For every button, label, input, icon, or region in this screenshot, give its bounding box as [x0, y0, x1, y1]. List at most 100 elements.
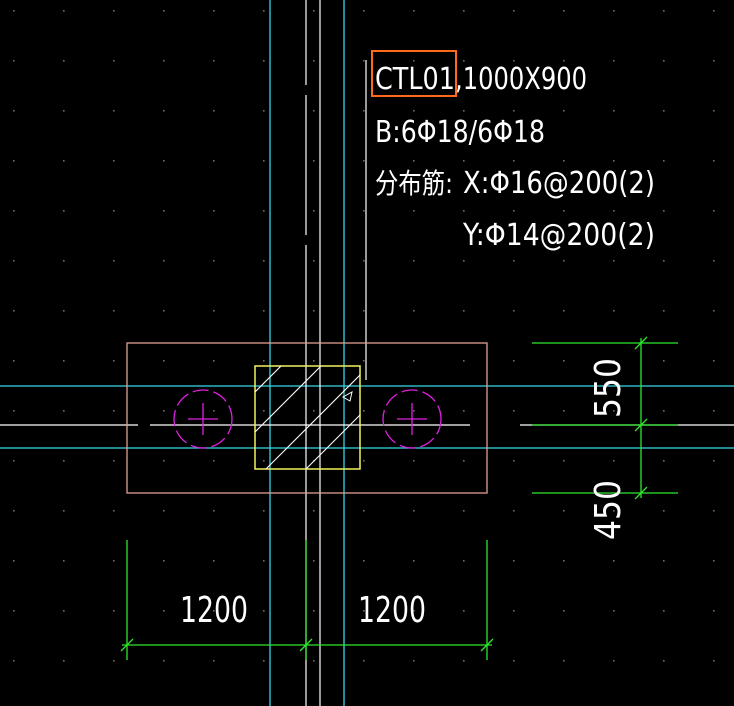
- grid-dot: [163, 210, 165, 212]
- grid-dot: [163, 510, 165, 512]
- grid-dot: [113, 160, 115, 162]
- grid-dots: [13, 10, 715, 662]
- grid-dot: [163, 410, 165, 412]
- grid-dot: [663, 610, 665, 612]
- grid-dot: [313, 360, 315, 362]
- grid-dot: [413, 510, 415, 512]
- grid-dot: [113, 610, 115, 612]
- grid-dot: [463, 10, 465, 12]
- grid-dot: [613, 660, 615, 662]
- grid-dot: [63, 560, 65, 562]
- grid-dot: [213, 410, 215, 412]
- grid-dot: [263, 310, 265, 312]
- dim-tick-middle: [299, 638, 313, 652]
- grid-dot: [413, 310, 415, 312]
- grid-dot: [263, 360, 265, 362]
- grid-dot: [713, 460, 715, 462]
- grid-dot: [563, 460, 565, 462]
- cap-code-highlight-box: [371, 50, 457, 97]
- grid-dot: [113, 210, 115, 212]
- grid-dot: [513, 10, 515, 12]
- grid-dot: [263, 160, 265, 162]
- grid-dot: [13, 560, 15, 562]
- grid-dot: [513, 410, 515, 412]
- grid-dot: [463, 510, 465, 512]
- grid-dot: [263, 610, 265, 612]
- grid-dot: [263, 210, 265, 212]
- grid-dot: [313, 310, 315, 312]
- grid-dot: [663, 660, 665, 662]
- grid-dot: [463, 360, 465, 362]
- grid-dot: [163, 260, 165, 262]
- distribution-rebar-x-text: X:Φ16@200(2): [463, 166, 655, 201]
- grid-dot: [213, 60, 215, 62]
- grid-dot: [363, 660, 365, 662]
- grid-dot: [713, 610, 715, 612]
- grid-dot: [113, 310, 115, 312]
- grid-dot: [663, 260, 665, 262]
- grid-dot: [63, 410, 65, 412]
- horizontal-dimension: [120, 540, 494, 660]
- grid-dot: [513, 510, 515, 512]
- grid-dot: [63, 210, 65, 212]
- grid-dot: [263, 460, 265, 462]
- grid-dot: [263, 60, 265, 62]
- grid-dot: [13, 110, 15, 112]
- grid-dot: [313, 10, 315, 12]
- grid-dot: [13, 410, 15, 412]
- grid-dot: [13, 510, 15, 512]
- grid-dot: [713, 510, 715, 512]
- pile-left: [173, 389, 233, 449]
- grid-dot: [613, 260, 615, 262]
- grid-dot: [313, 410, 315, 412]
- grid-dot: [213, 460, 215, 462]
- grid-dot: [13, 60, 15, 62]
- grid-dot: [113, 410, 115, 412]
- grid-dot: [313, 60, 315, 62]
- grid-dot: [313, 510, 315, 512]
- grid-dot: [513, 560, 515, 562]
- grid-dot: [413, 60, 415, 62]
- grid-dot: [13, 310, 15, 312]
- grid-dot: [513, 210, 515, 212]
- dim-tick-bottom: [634, 486, 648, 500]
- dim-tick-top: [634, 336, 648, 350]
- dimension-label-left: 1200: [180, 590, 248, 631]
- grid-dot: [113, 60, 115, 62]
- pile-right-circle: [382, 389, 442, 449]
- grid-dot: [413, 260, 415, 262]
- distribution-rebar-y-text: Y:Φ14@200(2): [462, 218, 655, 253]
- pile-cap-annotation: CTL01 ,1000X900 B:6Φ18/6Φ18 分布筋: X:Φ16@2…: [371, 50, 655, 253]
- grid-dot: [163, 610, 165, 612]
- grid-dot: [213, 560, 215, 562]
- grid-dot: [363, 260, 365, 262]
- grid-dot: [263, 10, 265, 12]
- grid-dot: [113, 560, 115, 562]
- grid-dot: [113, 460, 115, 462]
- grid-dot: [713, 660, 715, 662]
- grid-dot: [463, 210, 465, 212]
- grid-dot: [113, 510, 115, 512]
- grid-dot: [663, 410, 665, 412]
- grid-dot: [163, 460, 165, 462]
- grid-dot: [263, 410, 265, 412]
- grid-dot: [413, 160, 415, 162]
- grid-dot: [463, 110, 465, 112]
- grid-dot: [713, 10, 715, 12]
- dim-tick-left: [120, 638, 134, 652]
- distribution-rebar-label: 分布筋:: [375, 167, 453, 200]
- grid-dot: [313, 210, 315, 212]
- grid-dot: [213, 660, 215, 662]
- grid-dot: [63, 660, 65, 662]
- grid-dot: [63, 160, 65, 162]
- grid-dot: [313, 110, 315, 112]
- grid-dot: [713, 110, 715, 112]
- grid-dot: [663, 160, 665, 162]
- pile-left-circle: [173, 389, 233, 449]
- grid-dot: [513, 660, 515, 662]
- grid-dot: [563, 10, 565, 12]
- grid-dot: [113, 360, 115, 362]
- grid-dot: [613, 210, 615, 212]
